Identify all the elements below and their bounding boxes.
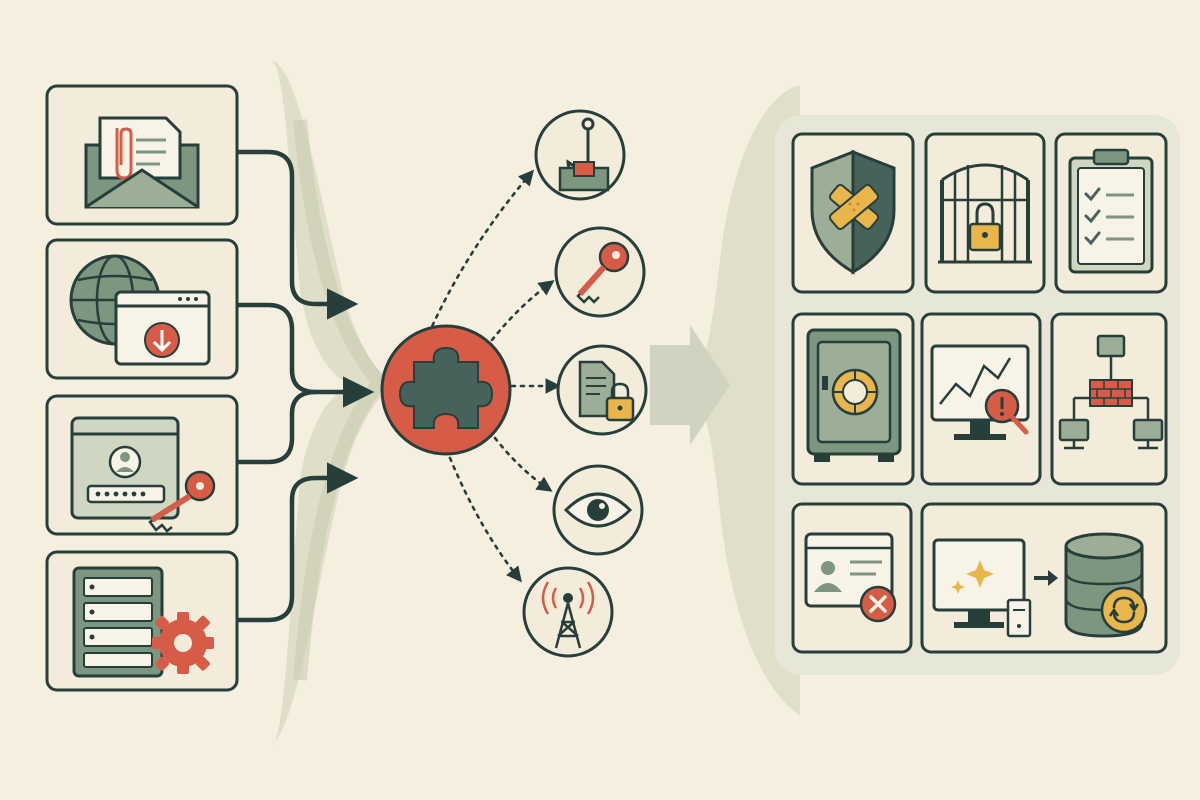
database-backup-icon <box>932 532 1148 638</box>
safe-vault-icon <box>806 328 902 462</box>
right-funnel-band <box>690 85 800 715</box>
clipboard-checklist-icon <box>1068 148 1154 274</box>
left-funnel-band <box>272 60 400 745</box>
puzzle-piece-icon <box>398 346 494 429</box>
big-arrow <box>650 325 730 445</box>
shield-patch-icon <box>810 149 896 275</box>
threat-network-broadcast <box>522 566 614 658</box>
server-gear-icon <box>72 566 214 678</box>
defense-backup-restore <box>920 502 1168 654</box>
threat-surveillance <box>552 464 644 556</box>
login-key-icon <box>70 416 216 533</box>
eye-icon <box>563 492 633 528</box>
input-card-email <box>45 84 239 226</box>
network-firewall-icon <box>1058 334 1164 450</box>
envelope-attachment-icon <box>84 116 200 209</box>
radio-tower-icon <box>541 581 595 649</box>
globe-download-icon <box>69 254 211 366</box>
input-connectors <box>235 149 375 623</box>
locked-document-icon <box>578 360 635 422</box>
input-card-web-download <box>45 238 239 380</box>
threat-connectors <box>423 169 562 583</box>
defense-patching <box>791 132 915 294</box>
input-card-credentials <box>45 394 239 536</box>
fishhook-icon <box>558 117 610 192</box>
defense-identity-revocation <box>791 502 913 654</box>
input-card-server <box>45 550 239 692</box>
defense-access-control <box>924 132 1046 294</box>
threat-credential-theft <box>554 226 646 318</box>
defense-secure-storage <box>791 312 915 486</box>
defense-monitoring <box>920 312 1042 486</box>
monitor-alert-icon <box>930 344 1030 440</box>
threat-phishing <box>534 109 626 201</box>
defense-firewall <box>1050 312 1168 486</box>
key-icon <box>576 241 630 304</box>
gate-lock-icon <box>938 163 1032 264</box>
id-card-revoke-icon <box>804 532 897 623</box>
defense-policy-checklist <box>1054 132 1168 294</box>
hub-exploit <box>380 324 512 456</box>
threat-data-encryption <box>556 344 648 436</box>
